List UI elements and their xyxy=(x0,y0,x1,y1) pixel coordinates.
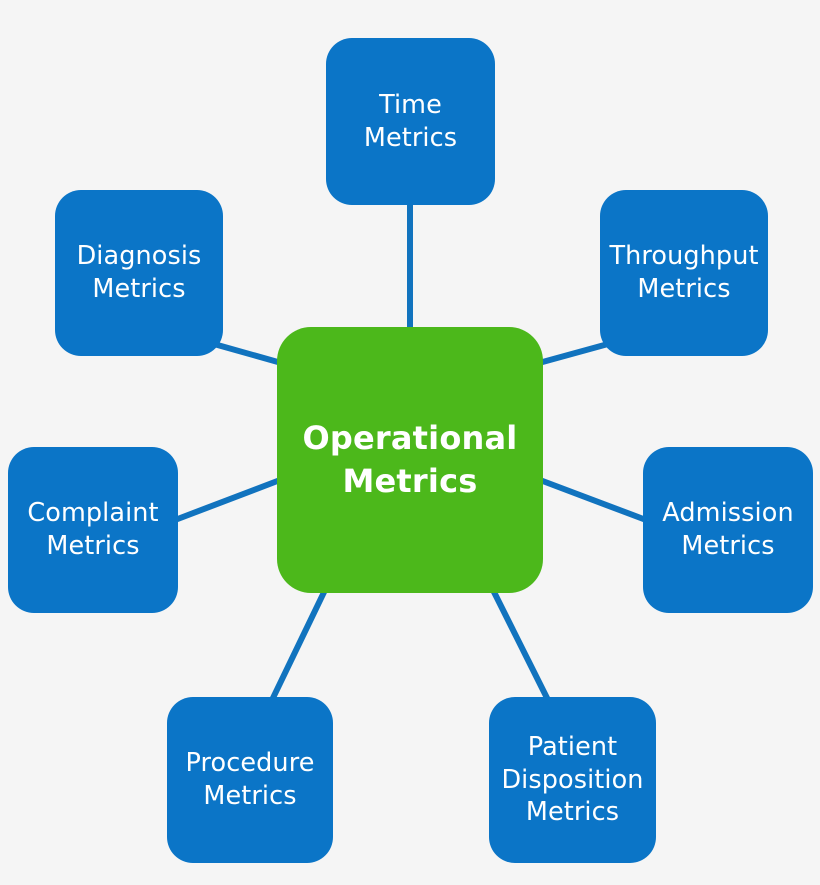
node-label-time-metrics: Time Metrics xyxy=(363,89,458,153)
node-label-procedure-metrics: Procedure Metrics xyxy=(185,748,315,811)
node-label-diagnosis-metrics: Diagnosis Metrics xyxy=(76,241,202,304)
connector-center-to-admission-metrics xyxy=(538,477,648,523)
node-label-throughput-metrics: Throughput Metrics xyxy=(609,241,759,304)
center-node-label: Operational Metrics xyxy=(302,418,518,500)
node-time-metrics[interactable]: Time Metrics xyxy=(326,38,495,205)
node-procedure-metrics[interactable]: Procedure Metrics xyxy=(167,697,333,863)
connector-center-to-complaint-metrics xyxy=(173,477,282,523)
node-label-admission-metrics: Admission Metrics xyxy=(662,498,794,561)
connector-center-to-patient-disposition-metrics xyxy=(489,586,551,702)
node-patient-disposition-metrics[interactable]: Patient Disposition Metrics xyxy=(489,697,656,863)
node-admission-metrics[interactable]: Admission Metrics xyxy=(643,447,813,613)
node-throughput-metrics[interactable]: Throughput Metrics xyxy=(600,190,768,356)
node-label-patient-disposition-metrics: Patient Disposition Metrics xyxy=(501,732,644,828)
node-diagnosis-metrics[interactable]: Diagnosis Metrics xyxy=(55,190,223,356)
connector-center-to-procedure-metrics xyxy=(269,586,329,702)
node-complaint-metrics[interactable]: Complaint Metrics xyxy=(8,447,178,613)
center-node-operational-metrics[interactable]: Operational Metrics xyxy=(277,327,543,593)
node-label-complaint-metrics: Complaint Metrics xyxy=(27,498,159,561)
